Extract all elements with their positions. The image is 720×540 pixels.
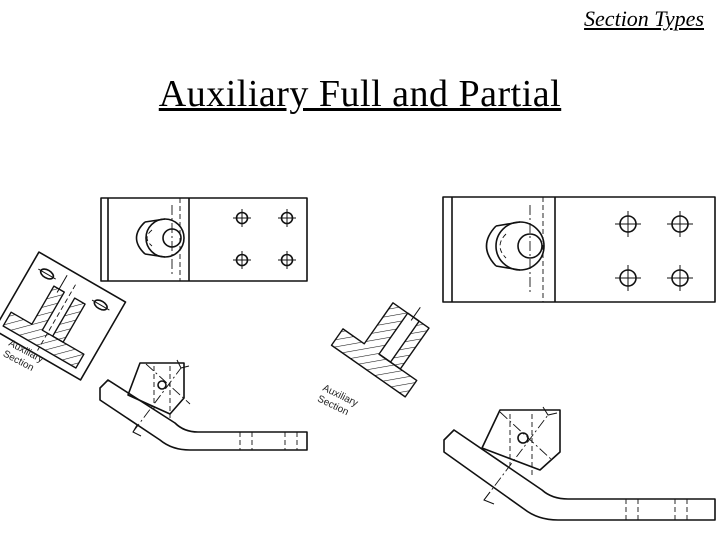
partial-auxiliary-drawing: Auxiliary Section: [315, 196, 716, 521]
partial-auxiliary-section-view: [330, 302, 430, 398]
full-top-view: [100, 197, 308, 282]
partial-top-view: [442, 196, 716, 303]
partial-hole-pattern: [615, 211, 693, 291]
full-auxiliary-drawing: Auxiliary Section: [0, 197, 308, 451]
full-hole-pattern: [233, 209, 296, 269]
partial-front-view: [443, 406, 716, 521]
slide-title: Auxiliary Full and Partial: [158, 73, 562, 115]
section-types-label: Section Types: [584, 6, 704, 31]
full-auxiliary-section-view: [0, 251, 127, 381]
full-front-view: [99, 359, 308, 451]
partial-section-label: Auxiliary Section: [315, 383, 359, 418]
